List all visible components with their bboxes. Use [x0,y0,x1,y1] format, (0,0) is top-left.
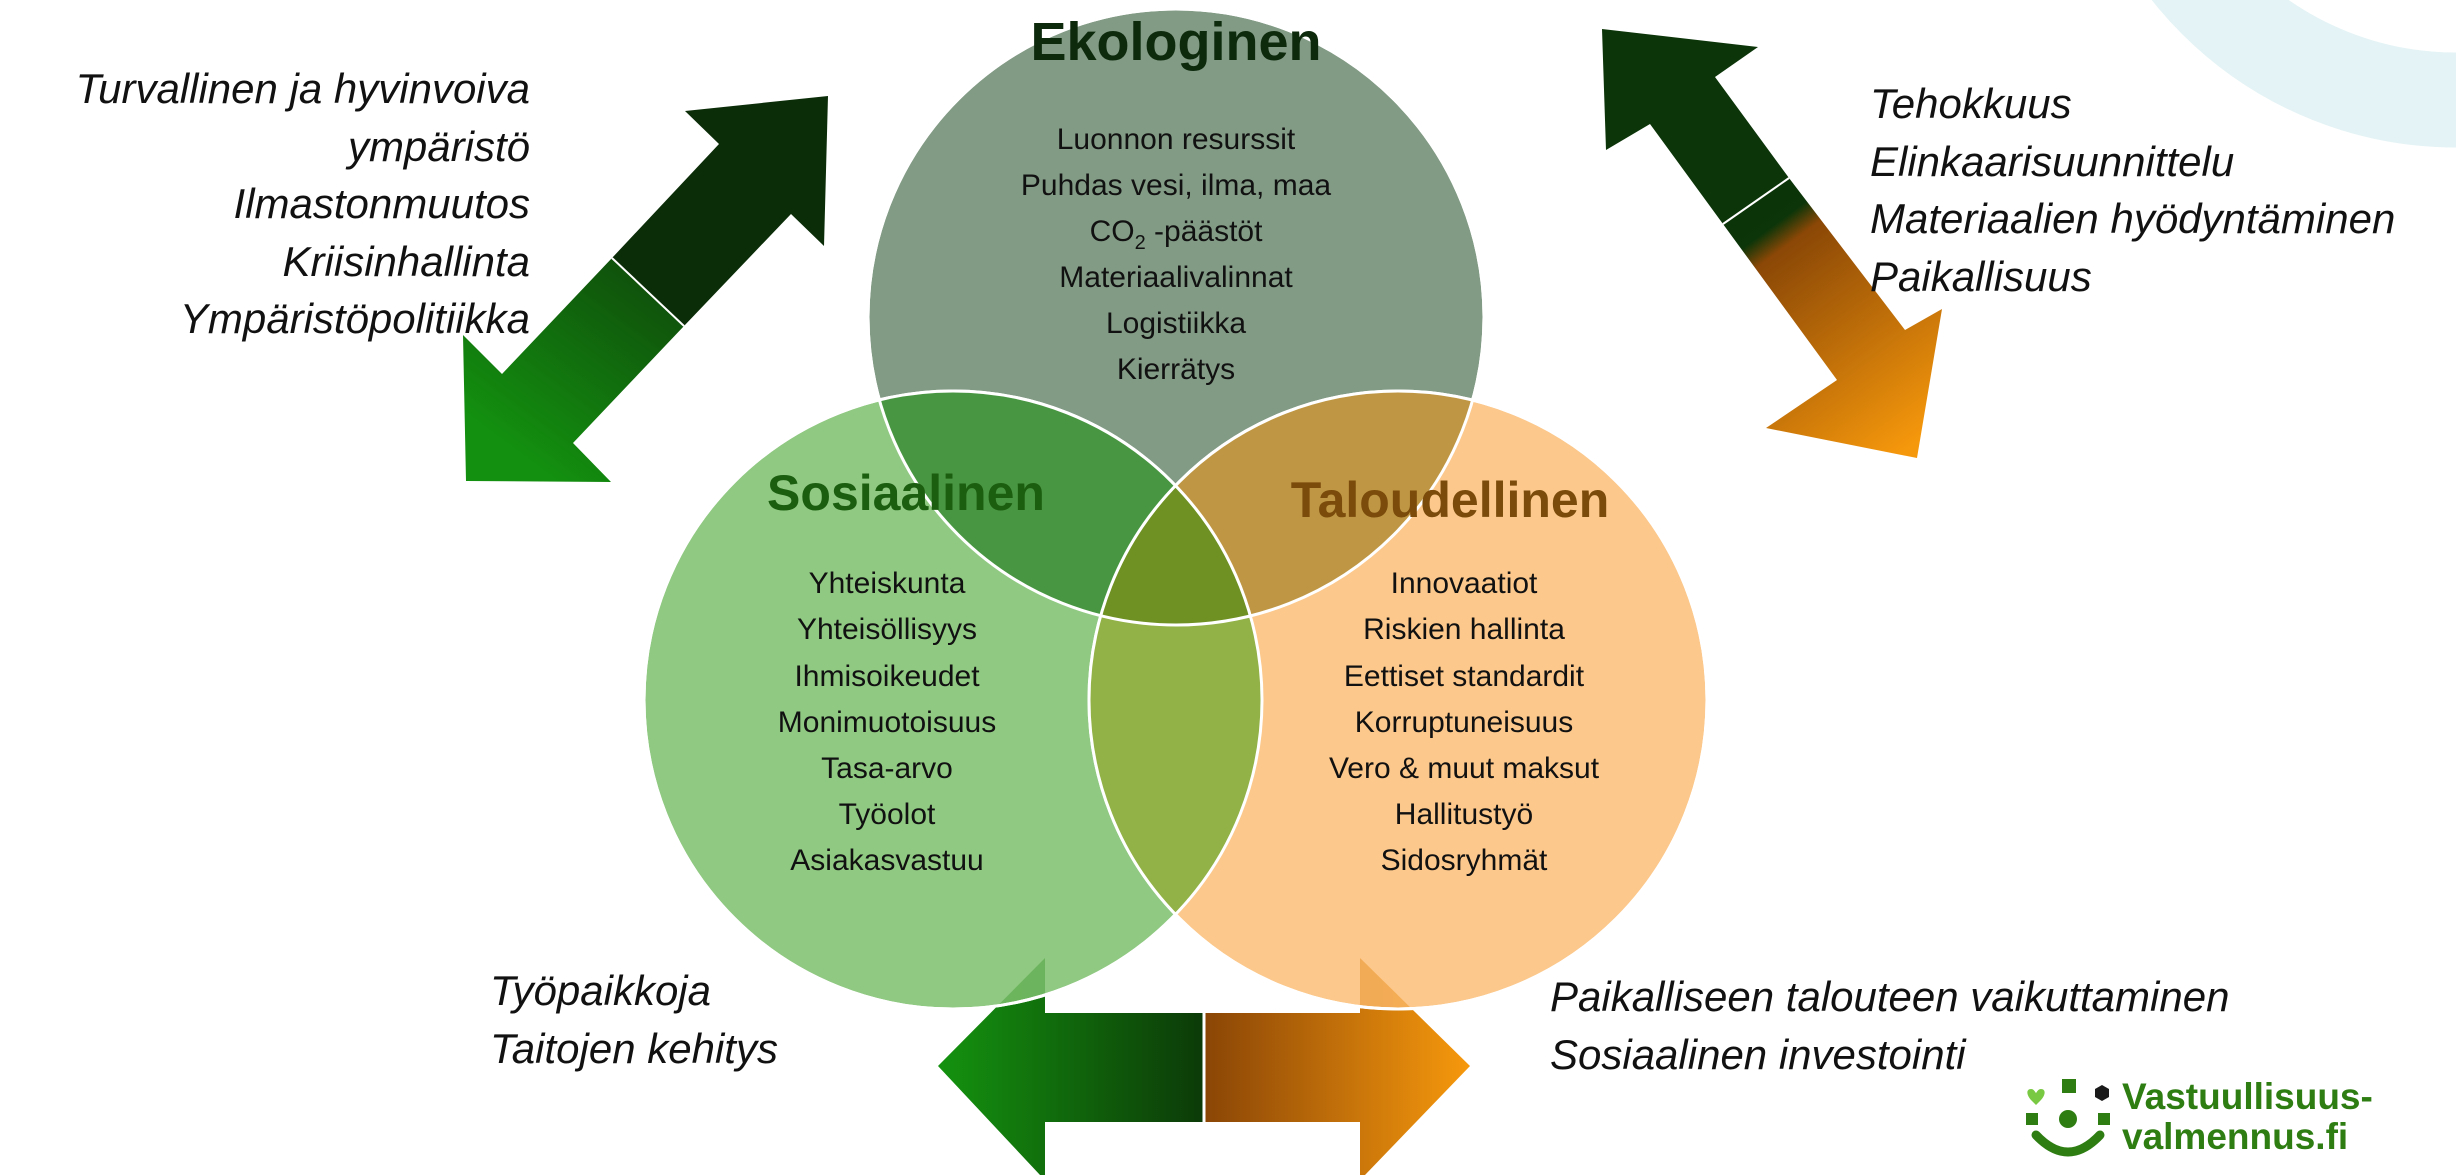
social-item: Työolot [839,798,936,831]
economic-item: Korruptuneisuus [1355,706,1573,739]
co2-text: CO [1090,215,1135,248]
arrow-social-economic [938,958,1470,1175]
title-economic: Taloudellinen [1291,472,1610,528]
side-bottom-left-line: Taitojen kehitys [490,1024,778,1072]
social-item: Tasa-arvo [821,752,953,785]
eco-item: Kierrätys [1117,353,1235,386]
economic-item: Riskien hallinta [1363,613,1565,646]
side-text-right: Tehokkuus Elinkaarisuunnittelu Materiaal… [1870,75,2395,305]
eco-item: Materiaalivalinnat [1059,261,1293,294]
side-bottom-right-line: Paikalliseen talouteen vaikuttaminen [1550,973,2230,1020]
eco-item: Puhdas vesi, ilma, maa [1021,169,1331,202]
arrow-ecological-economic [1602,29,1942,458]
logo-icon [2026,1079,2110,1157]
logo-line2: valmennus.fi [2122,1116,2349,1157]
economic-item: Vero & muut maksut [1329,752,1600,785]
side-bottom-right-line: Sosiaalinen investointi [1550,1030,1966,1078]
logo-text: Vastuullisuus- valmennus.fi [2122,1077,2373,1157]
side-left-line: Kriisinhallinta [282,237,530,285]
social-item: Ihmisoikeudet [794,660,980,693]
side-left-line: Turvallinen ja hyvinvoiva [75,65,530,112]
eco-item: Logistiikka [1106,307,1246,340]
logo-line1: Vastuullisuus- [2122,1076,2373,1117]
side-text-left: Turvallinen ja hyvinvoiva ympäristö Ilma… [76,60,530,348]
side-left-line: ympäristö [347,122,530,170]
side-left-line: Ympäristöpolitiikka [179,295,530,342]
side-bottom-left-line: Työpaikkoja [490,967,711,1014]
logo: Vastuullisuus- valmennus.fi [2022,1077,2382,1162]
side-right-line: Paikallisuus [1870,252,2092,300]
eco-item: Luonnon resurssit [1057,123,1296,156]
title-ecological: Ekologinen [1030,12,1321,72]
eco-item-co2: CO2 -päästöt [1090,215,1264,254]
economic-item: Sidosryhmät [1381,844,1548,877]
overlap-eco-economic [1089,391,1484,625]
co2-subscript: 2 [1135,232,1146,254]
social-item: Monimuotoisuus [778,706,996,739]
social-item: Yhteisöllisyys [797,613,977,646]
side-right-line: Tehokkuus [1870,80,2072,127]
economic-item: Eettiset standardit [1344,660,1585,693]
side-right-line: Elinkaarisuunnittelu [1870,137,2235,185]
social-item: Asiakasvastuu [790,844,983,877]
side-left-line: Ilmastonmuutos [233,180,530,227]
overlap-eco-social [868,391,1262,625]
side-text-bottom-left: Työpaikkoja Taitojen kehitys [490,962,778,1077]
social-item: Yhteiskunta [809,567,966,600]
title-social: Sosiaalinen [767,465,1045,521]
arrow-ecological-social [463,96,828,482]
side-right-line: Materiaalien hyödyntäminen [1870,195,2396,242]
co2-suffix: -päästöt [1146,215,1263,248]
economic-item: Innovaatiot [1391,567,1538,600]
economic-item: Hallitustyö [1395,798,1533,831]
side-text-bottom-right: Paikalliseen talouteen vaikuttaminen Sos… [1550,968,2229,1083]
